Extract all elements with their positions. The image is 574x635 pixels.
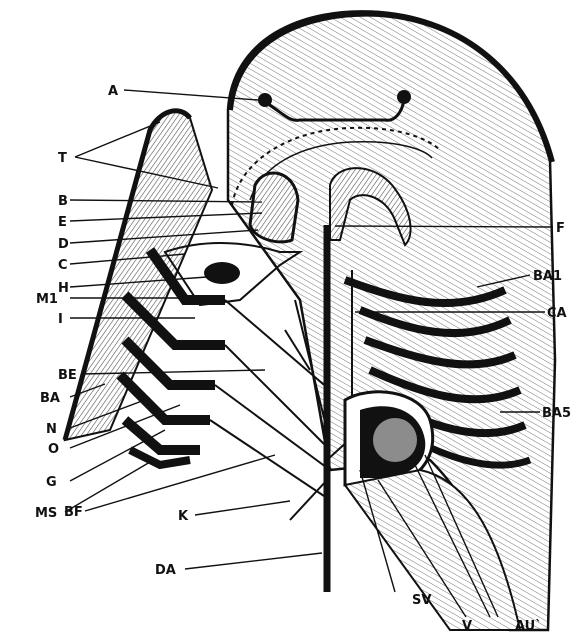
- label-BA5: BA5: [542, 406, 571, 421]
- label-K: K: [178, 509, 189, 524]
- label-H: H: [58, 281, 69, 296]
- groove-left-dot: [258, 93, 272, 107]
- ventricle-highlight: [373, 418, 417, 462]
- eye-oval: [250, 173, 298, 242]
- label-A: A: [108, 84, 118, 99]
- vessel-3: [215, 385, 330, 470]
- label-BF: BF: [64, 505, 83, 520]
- label-M1: M1: [36, 292, 58, 307]
- label-D: D: [58, 237, 69, 252]
- label-BA1: BA1: [533, 269, 562, 284]
- heart-chamber: [204, 262, 240, 284]
- label-MS: MS: [35, 506, 57, 521]
- label-C: C: [58, 258, 68, 273]
- label-SV: SV: [412, 593, 431, 608]
- label-DA: DA: [155, 563, 176, 578]
- groove-right-dot: [397, 90, 411, 104]
- label-T: T: [58, 151, 67, 166]
- label-CA: CA: [547, 306, 567, 321]
- label-BE: BE: [58, 368, 77, 383]
- label-BA: BA: [40, 391, 60, 406]
- label-B: B: [58, 194, 68, 209]
- label-G: G: [46, 475, 57, 490]
- label-F: F: [556, 221, 565, 236]
- label-N: N: [46, 422, 57, 437]
- label-I: I: [58, 312, 63, 327]
- label-E: E: [58, 215, 67, 230]
- label-O: O: [48, 442, 59, 457]
- label-AU: AU`: [515, 619, 542, 634]
- label-V: V: [462, 619, 472, 634]
